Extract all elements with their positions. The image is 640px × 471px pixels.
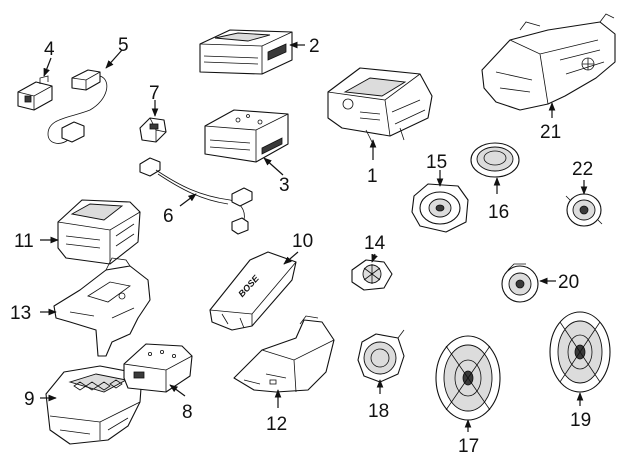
leader-10 xyxy=(283,251,299,265)
callout-9: 9 xyxy=(24,389,35,410)
part-9-storage-tray xyxy=(45,365,143,445)
callout-20: 20 xyxy=(558,272,579,293)
callout-19: 19 xyxy=(570,410,591,431)
part-5-antenna-cable xyxy=(47,69,108,144)
part-20-small-speaker xyxy=(501,263,539,303)
leader-8 xyxy=(169,384,186,397)
callout-13: 13 xyxy=(10,303,31,324)
part-3-media-unit xyxy=(204,109,289,163)
callout-21: 21 xyxy=(540,122,561,143)
leader-14 xyxy=(371,253,378,263)
part-21-subwoofer-enclosure xyxy=(481,13,616,111)
part-7-bracket xyxy=(139,117,167,143)
callout-15: 15 xyxy=(426,152,447,173)
part-1-head-unit xyxy=(327,67,433,143)
leader-5 xyxy=(105,49,123,69)
part-16-speaker-grille xyxy=(470,142,520,178)
leader-4 xyxy=(43,57,52,77)
callout-12: 12 xyxy=(266,414,287,435)
callout-5: 5 xyxy=(118,35,129,56)
part-19-woofer xyxy=(549,311,611,393)
callout-10: 10 xyxy=(292,231,313,252)
callout-6: 6 xyxy=(163,206,174,227)
part-13-mounting-bracket xyxy=(53,257,151,357)
callout-11: 11 xyxy=(14,231,34,252)
callout-1: 1 xyxy=(367,166,378,187)
part-8-interface-module xyxy=(123,343,193,393)
callout-3: 3 xyxy=(279,175,290,196)
callout-7: 7 xyxy=(149,83,160,104)
part-4-sensor xyxy=(17,75,53,111)
part-11-control-module xyxy=(57,199,141,265)
part-6-wire-harness xyxy=(139,157,253,235)
callout-4: 4 xyxy=(44,39,55,60)
callout-16: 16 xyxy=(488,202,509,223)
leader-6 xyxy=(179,193,197,207)
part-12-lower-bracket xyxy=(233,315,335,393)
part-22-tweeter xyxy=(565,193,603,227)
part-18-midrange-speaker xyxy=(357,329,405,383)
part-10-amplifier: BOSE xyxy=(209,251,297,331)
part-17-woofer xyxy=(435,335,501,421)
callout-14: 14 xyxy=(364,233,386,254)
callout-8: 8 xyxy=(182,402,193,423)
callout-18: 18 xyxy=(368,401,389,422)
leader-3 xyxy=(263,157,284,176)
part-2-navigation-unit xyxy=(199,29,293,75)
part-14-speaker-bracket xyxy=(351,259,393,291)
callout-22: 22 xyxy=(572,159,593,180)
callout-17: 17 xyxy=(458,436,479,457)
callout-2: 2 xyxy=(309,36,320,57)
part-15-speaker xyxy=(411,183,469,233)
